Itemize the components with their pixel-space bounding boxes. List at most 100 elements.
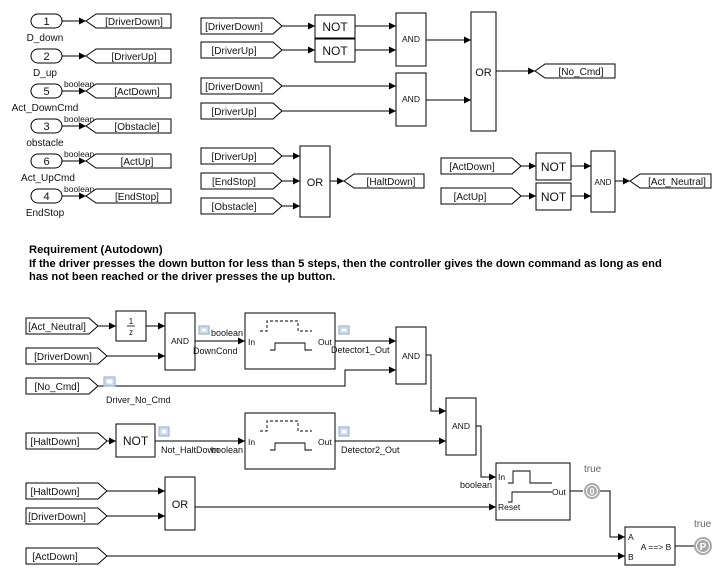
from-label: [HaltDown] [31, 437, 80, 448]
and-block-detector1[interactable]: AND [395, 326, 427, 385]
signal-dtype-label: boolean [211, 328, 243, 338]
block-label: NOT [322, 44, 348, 58]
goto-tag-act-down[interactable]: [ActDown] [85, 83, 172, 99]
from-tag-act-down[interactable]: [ActDown] [440, 157, 522, 175]
signal-dtype-label: boolean [64, 149, 95, 159]
goto-label: [ActDown] [114, 87, 160, 98]
scope-icon[interactable] [338, 426, 350, 437]
goto-tag-halt-down[interactable]: [HaltDown] [343, 173, 425, 189]
not-block-driver-down[interactable]: NOT [314, 14, 356, 39]
from-tag-halt-down-2[interactable]: [HaltDown] [25, 482, 108, 500]
not-block-driver-up[interactable]: NOT [314, 38, 356, 63]
from-tag-act-neutral[interactable]: [Act_Neutral] [25, 317, 99, 335]
delay-denominator: z [129, 328, 133, 337]
inport-label: D_down [27, 33, 64, 44]
from-label: [DriverUp] [211, 107, 256, 118]
goto-tag-obstacle[interactable]: [Obstacle] [85, 118, 172, 134]
from-tag-act-down-2[interactable]: [ActDown] [25, 547, 108, 565]
port-label-reset: Reset [498, 502, 521, 512]
goto-tag-driver-up[interactable]: [DriverUp] [85, 48, 172, 64]
goto-label: [DriverUp] [111, 52, 156, 63]
detector-block-1[interactable]: In Out [244, 312, 336, 370]
and-block-detector2[interactable]: AND [445, 397, 477, 456]
inport-number: 1 [43, 16, 49, 28]
signal-name-label: DownCond [193, 346, 238, 356]
assertion-node[interactable]: 0 [584, 483, 600, 499]
inport-3[interactable]: 3 obstacle [26, 118, 64, 149]
from-tag-no-cmd[interactable]: [No_Cmd] [25, 377, 99, 395]
inport-label: Act_DownCmd [12, 103, 79, 114]
and-block-act-neutral[interactable]: AND [590, 150, 616, 213]
inport-1[interactable]: 1 D_down [27, 13, 64, 44]
goto-tag-act-neutral[interactable]: [Act_Neutral] [629, 173, 712, 189]
goto-tag-end-stop[interactable]: [EndStop] [85, 188, 172, 204]
inport-number: 3 [43, 121, 49, 133]
goto-tag-act-up[interactable]: [ActUp] [85, 153, 172, 169]
goto-label: [Act_Neutral] [648, 177, 706, 188]
requirement-body: If the driver presses the down button fo… [29, 257, 662, 284]
from-label: [Obstacle] [211, 202, 256, 213]
block-label: NOT [322, 20, 348, 34]
port-label-b: B [628, 552, 634, 562]
scope-icon[interactable] [198, 325, 210, 335]
from-tag-driver-up[interactable]: [DriverUp] [200, 41, 283, 59]
block-label: NOT [123, 434, 149, 448]
from-tag-act-up[interactable]: [ActUp] [440, 187, 522, 205]
not-block-act-up[interactable]: NOT [535, 182, 572, 211]
port-label-in: In [248, 437, 255, 447]
signal-name-label: Detector2_Out [341, 445, 400, 455]
not-block-act-down[interactable]: NOT [535, 152, 572, 181]
from-tag-driver-down-4[interactable]: [DriverDown] [25, 347, 108, 365]
from-label: [DriverUp] [211, 46, 256, 57]
signal-name-label: Driver_No_Cmd [106, 395, 171, 405]
from-label: [ActDown] [32, 552, 78, 563]
from-tag-driver-up-2[interactable]: [DriverUp] [200, 102, 283, 120]
block-label: OR [475, 67, 492, 79]
from-tag-halt-down[interactable]: [HaltDown] [25, 432, 108, 450]
and-block-no-input[interactable]: AND [395, 12, 427, 67]
inport-2[interactable]: 2 D_up [30, 48, 63, 79]
unit-delay-block[interactable]: 1 z [115, 310, 147, 342]
inport-label: EndStop [26, 208, 65, 219]
inport-label: obstacle [26, 138, 64, 149]
implies-block[interactable]: A B A ==> B [624, 526, 676, 566]
scope-icon[interactable] [338, 325, 350, 335]
and-block-both-input[interactable]: AND [395, 72, 427, 127]
port-label-out: Out [318, 437, 332, 447]
scope-icon[interactable] [158, 426, 170, 437]
from-tag-driver-down-2[interactable]: [DriverDown] [200, 77, 283, 95]
inport-4[interactable]: 4 EndStop [26, 188, 65, 219]
from-label: [ActUp] [454, 192, 487, 203]
not-block-halt-down[interactable]: NOT [115, 423, 156, 458]
from-tag-driver-up-3[interactable]: [DriverUp] [200, 147, 283, 165]
proof-objective-node[interactable]: P [694, 537, 712, 555]
implies-expression: A ==> B [641, 542, 672, 552]
from-tag-driver-down-5[interactable]: [DriverDown] [25, 507, 108, 525]
or-block-no-cmd[interactable]: OR [470, 11, 497, 132]
from-tag-obstacle[interactable]: [Obstacle] [200, 197, 283, 215]
goto-tag-driver-down[interactable]: [DriverDown] [85, 13, 172, 29]
requirement-annotation: Requirement (Autodown) If the driver pre… [29, 244, 669, 285]
goto-label: [ActUp] [121, 157, 154, 168]
and-block-down-cond[interactable]: AND [164, 312, 196, 371]
signal-dtype-label: boolean [64, 184, 95, 194]
detector-block-2[interactable]: In Out [244, 412, 336, 470]
signal-dtype-label: boolean [211, 445, 243, 455]
inport-label: D_up [33, 68, 57, 79]
or-block-reset[interactable]: OR [164, 476, 196, 531]
from-tag-end-stop[interactable]: [EndStop] [200, 172, 283, 190]
scope-icon[interactable] [103, 376, 116, 387]
or-block-halt-down[interactable]: OR [299, 145, 331, 218]
goto-tag-no-cmd[interactable]: [No_Cmd] [534, 63, 616, 79]
delay-numerator: 1 [129, 317, 134, 326]
block-label: AND [402, 351, 420, 361]
from-label: [EndStop] [212, 177, 256, 188]
block-label: AND [452, 421, 470, 431]
latch-block[interactable]: In Out Reset [495, 462, 571, 521]
port-label-out: Out [318, 337, 332, 347]
signal-dtype-label: boolean [64, 79, 95, 89]
block-label: AND [171, 336, 189, 346]
from-tag-driver-down[interactable]: [DriverDown] [200, 17, 283, 35]
